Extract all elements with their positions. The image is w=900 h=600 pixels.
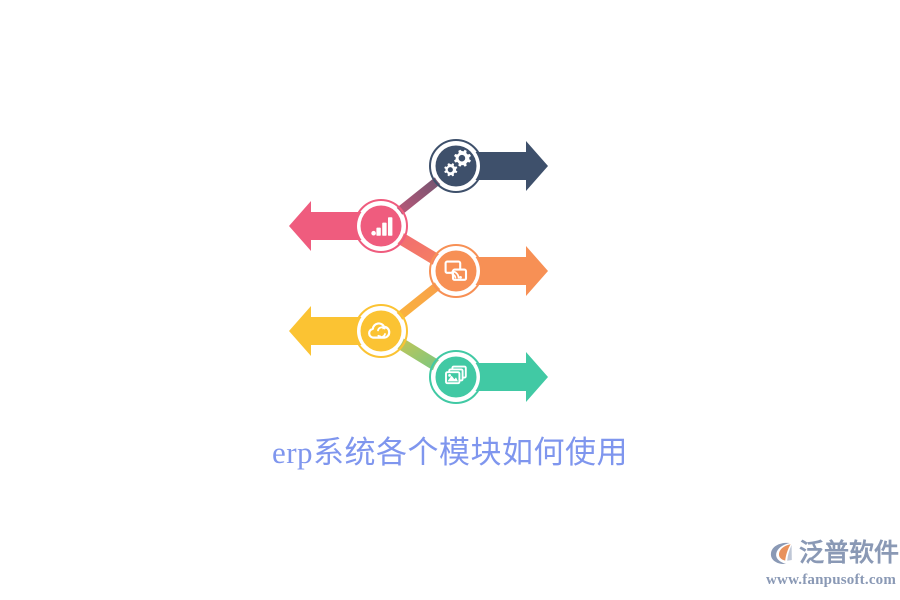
step-2-bar-chart	[289, 199, 408, 253]
screen-cast-icon	[444, 260, 468, 281]
gears-icon	[444, 149, 471, 177]
watermark-url: www.fanpusoft.com	[766, 572, 897, 588]
badge-circle-pink	[360, 205, 402, 247]
step-5-photo-gallery	[429, 350, 548, 404]
bar-chart-icon	[371, 217, 393, 236]
ring-outline-green	[429, 350, 483, 404]
infographic-svg	[289, 139, 548, 404]
watermark-logo: 泛普软件 www.fanpusoft.com	[766, 536, 899, 592]
watermark-brand-row: 泛普软件	[766, 536, 899, 570]
step-3-screen-cast	[429, 244, 548, 298]
ring-outline-yellow	[354, 304, 408, 358]
watermark-brand-name: 泛普软件	[799, 538, 900, 567]
infographic-graphic	[270, 125, 570, 410]
badge-circle-yellow	[360, 310, 402, 352]
badge-circle-navy	[435, 145, 477, 187]
ring-outline-navy	[429, 139, 483, 193]
ring-outline-pink	[354, 199, 408, 253]
photo-gallery-icon	[445, 365, 467, 385]
ring-outline-orange	[429, 244, 483, 298]
page-title: erp系统各个模块如何使用	[271, 435, 629, 470]
step-4-cloud-sync	[289, 304, 408, 358]
cloud-sync-icon	[368, 322, 391, 339]
step-1-gears	[429, 139, 548, 193]
fanpu-logo-icon	[766, 538, 796, 568]
